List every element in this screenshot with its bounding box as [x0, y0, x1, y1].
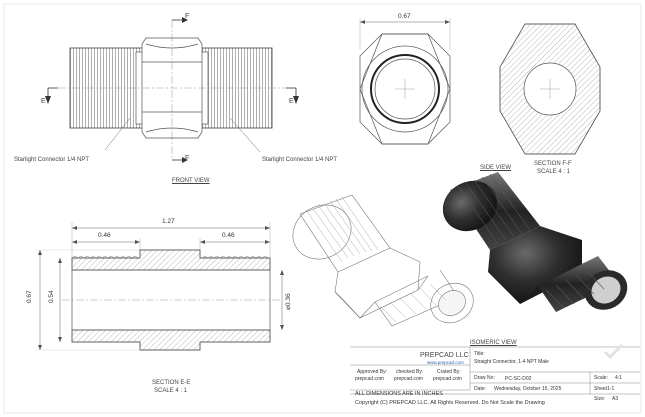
section-mark-e-right: E [289, 98, 294, 105]
approved-by-value: prepcad.com [355, 376, 384, 382]
dim-hex-height: 0.67 [26, 290, 33, 303]
dim-thread-left: 0.46 [98, 232, 111, 239]
created-by-label: Crated By: [437, 369, 461, 375]
callout-left: Starlight Connector 1/4 NPT [14, 157, 90, 163]
date-value: Wednesday, October 15, 2025 [494, 386, 562, 392]
section-mark-f-top: F [185, 13, 190, 20]
checked-by-value: prepcad.com [394, 376, 423, 382]
size-label: Size: [594, 396, 606, 402]
title-value: Straight Connector, 1-4 NPT Male [474, 359, 549, 365]
created-by-value: prepcad.com [433, 376, 462, 382]
draw-no-label: Draw No: [474, 375, 495, 381]
dim-bore-dia: ⌀0.36 [285, 293, 292, 310]
sheet-value: Sheet1-1 [594, 386, 615, 392]
sheet-border [3, 3, 642, 414]
size-value: A3 [612, 396, 619, 402]
front-view-label: FRONT VIEW [172, 178, 210, 184]
dim-across-flats: 0.67 [398, 13, 411, 20]
copyright: Copyright (C) PREPCAD LLC. All Rights Re… [355, 400, 545, 406]
approved-by-label: Approved By: [357, 369, 388, 375]
dim-thread-right: 0.46 [222, 232, 235, 239]
callout-right: Starlight Connector 1/4 NPT [262, 157, 338, 163]
section-ff-drawing [499, 23, 601, 155]
dim-thread-dia: 0.54 [48, 290, 55, 303]
front-view-drawing [45, 17, 299, 163]
side-view-drawing [359, 18, 451, 145]
isometric-solid [442, 172, 628, 312]
section-ee-drawing [36, 222, 284, 351]
section-ff-scale: SCALE 4 : 1 [537, 169, 571, 175]
draw-no-value: PC-SC-D02 [505, 376, 532, 382]
section-ee-label: SECTION E-E [152, 380, 191, 386]
title-label: Title: [474, 351, 485, 357]
company-name: PREPCAD LLC [420, 352, 469, 359]
units-note: ALL DIMENSIONS ARE IN INCHES [355, 391, 443, 397]
isometric-wireframe [292, 194, 474, 327]
date-label: Date: [474, 386, 486, 392]
watermark-mark [603, 343, 624, 360]
company-website: www.prepcad.com [427, 360, 464, 365]
title-block-frame [350, 346, 640, 395]
isometric-view-label: ISOMERIC VIEW [470, 340, 517, 346]
checked-by-label: checked By: [396, 369, 424, 375]
section-mark-e-left: E [41, 98, 46, 105]
dim-overall-length: 1.27 [162, 218, 175, 225]
section-ee-scale: SCALE 4 : 1 [154, 388, 188, 394]
section-ff-label: SECTION F-F [534, 161, 572, 167]
side-view-label: SIDE VIEW [480, 165, 512, 171]
scale-label: Scale: [594, 375, 608, 381]
section-mark-f-bottom: F [185, 155, 190, 162]
scale-value: 4:1 [615, 375, 622, 381]
